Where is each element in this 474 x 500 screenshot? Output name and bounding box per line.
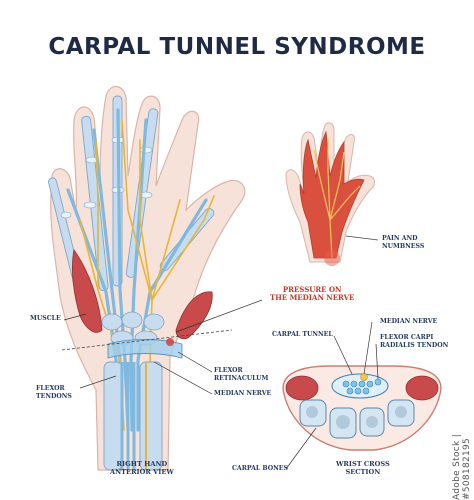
median-nerve-section — [360, 373, 368, 381]
cross-section-muscle-left — [285, 375, 319, 401]
label-median-nerve-cross: MEDIAN NERVE — [380, 318, 438, 325]
label-flexor-carpi: FLEXOR CARPI RADIALIS TENDON — [380, 334, 448, 349]
label-carpal-tunnel: CARPAL TUNNEL — [272, 331, 333, 338]
caption-wrist-cross-line1: WRIST CROSS — [336, 460, 390, 468]
caption-wrist-cross-line2: SECTION — [345, 468, 381, 477]
label-carpal-bones: CARPAL BONES — [232, 465, 288, 472]
label-pain-line1: PAIN AND — [382, 235, 418, 242]
ulna-bone — [103, 361, 123, 471]
label-flexor-tendons-line2: TENDONS — [36, 392, 72, 400]
radius-bone — [139, 361, 163, 471]
label-flexor-carpi-line1: FLEXOR CARPI — [380, 334, 434, 341]
label-pain-line2: NUMBNESS — [382, 242, 425, 250]
label-pressure-line1: PRESSURE ON — [282, 285, 342, 294]
caption-right-hand-line2: ANTERIOR VIEW — [110, 468, 174, 477]
leader-lines — [63, 299, 379, 470]
label-pressure: PRESSURE ON THE MEDIAN NERVE — [270, 285, 355, 303]
large-hand — [48, 85, 246, 471]
flexor-carpi-section — [374, 378, 382, 386]
label-pressure-line2: THE MEDIAN NERVE — [270, 293, 355, 303]
label-flexor-carpi-line2: RADIALIS TENDON — [380, 341, 449, 349]
label-median-nerve-hand: MEDIAN NERVE — [214, 390, 272, 397]
median-nerve-compression — [166, 338, 174, 346]
cross-section-skin — [282, 365, 442, 451]
thenar-muscle — [175, 291, 213, 340]
label-pain-numbness: PAIN AND NUMBNESS — [382, 235, 424, 250]
wrist-cross-section — [282, 365, 442, 451]
flexor-retinaculum-band — [107, 339, 183, 359]
label-flexor-tendons-line1: FLEXOR — [36, 385, 65, 392]
cross-section-muscle-right — [405, 375, 439, 401]
label-flexor-retinaculum: FLEXOR RETINACULUM — [214, 367, 268, 382]
caption-right-hand: RIGHT HAND ANTERIOR VIEW — [110, 460, 174, 476]
stock-watermark-id: Adobe Stock | #508182195 — [452, 433, 472, 500]
small-hand — [285, 122, 379, 266]
hypothenar-muscle — [72, 249, 103, 333]
caption-wrist-cross: WRIST CROSS SECTION — [336, 460, 390, 476]
label-flexor-retinaculum-line2: RETINACULUM — [214, 374, 269, 382]
label-flexor-retinaculum-line1: FLEXOR — [214, 367, 243, 374]
caption-right-hand-line1: RIGHT HAND — [116, 460, 168, 468]
diagram-title: CARPAL TUNNEL SYNDROME — [48, 34, 426, 60]
label-flexor-tendons: FLEXOR TENDONS — [36, 385, 72, 400]
label-muscle: MUSCLE — [30, 315, 61, 322]
